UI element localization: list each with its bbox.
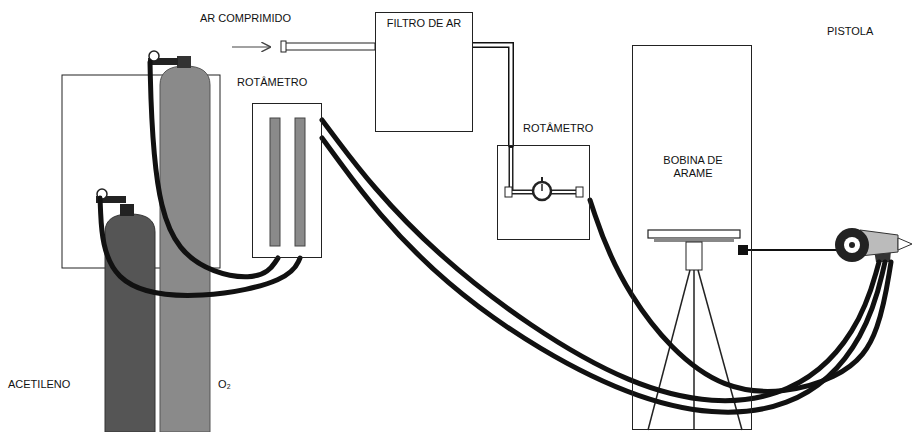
air-pipe	[470, 45, 511, 145]
gas-hose	[590, 200, 891, 391]
gas-hose	[150, 62, 278, 277]
node-label: PISTOLA	[827, 25, 873, 38]
node-label: ROTÂMETRO	[523, 122, 593, 135]
rotameter-box: ROTÂMETRO	[235, 76, 335, 258]
tripod-leg	[693, 270, 695, 430]
node-label: FILTRO DE AR	[376, 17, 472, 30]
wire	[825, 249, 837, 251]
coil-table	[648, 230, 740, 238]
wire-feed-wheel	[835, 228, 869, 262]
oxygen-cylinder-node: O₂	[140, 55, 250, 430]
instrument-frame	[252, 103, 322, 258]
instrument-frame	[497, 145, 590, 240]
gas-hose	[322, 120, 879, 401]
coil-table-rim	[654, 238, 734, 242]
air-pipe	[510, 145, 512, 190]
wire	[752, 249, 825, 251]
wheel-axle	[849, 242, 855, 248]
filter-box: FILTRO DE AR	[375, 12, 473, 132]
tripod-leg	[698, 270, 742, 430]
acetylene-cylinder	[105, 214, 155, 432]
node-label: BOBINA DE ARAME	[658, 154, 728, 179]
air-pipe	[285, 43, 375, 50]
rotameter-box: ROTÂMETRO	[497, 120, 598, 240]
tripod-head	[686, 242, 702, 270]
gas-hose	[100, 198, 300, 295]
pipe-fitting	[505, 187, 512, 197]
acetylene-valve	[120, 204, 134, 216]
flow-gauge	[533, 182, 551, 200]
coil-stand-box: BOBINA DE ARAME	[632, 45, 752, 430]
rotameter-tube	[295, 118, 305, 246]
node-label: ACETILENO	[8, 378, 70, 391]
air-pipe	[509, 145, 514, 190]
gauge-stem	[541, 177, 543, 182]
air-inlet-arrow	[232, 46, 270, 47]
spray-gun: PISTOLA	[825, 25, 910, 262]
gas-hose	[322, 138, 885, 412]
pipe-fitting	[576, 187, 583, 197]
pipe-end	[281, 41, 286, 52]
acetylene-cylinder-node: ACETILENO	[5, 185, 160, 430]
wire-guide	[738, 245, 748, 255]
rotameter-tube	[270, 118, 280, 246]
wheel-hub	[844, 237, 860, 253]
oxygen-gauge	[149, 51, 159, 61]
node-label: O₂	[218, 378, 231, 391]
oxygen-valve	[177, 56, 191, 68]
node-label: ROTÂMETRO	[237, 76, 307, 89]
air-pipe-core	[470, 45, 511, 145]
gun-nozzle	[898, 238, 912, 250]
gauge-needle	[541, 184, 543, 191]
air-inlet-label: AR COMPRIMIDO	[200, 12, 291, 25]
